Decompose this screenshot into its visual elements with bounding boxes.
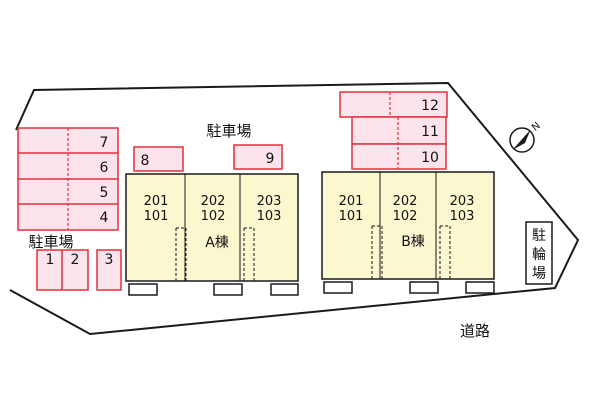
unit-b-203: 203 [450, 194, 475, 209]
parking-block-right [339, 91, 448, 170]
site-boundary [9, 81, 580, 336]
compass-north-label: N [530, 120, 543, 133]
building-a [125, 173, 299, 296]
parking-block-left [17, 127, 119, 231]
parking-space-6: 6 [100, 160, 109, 176]
unit-b-103: 103 [450, 209, 475, 224]
bicycle-parking-char-2: 輪 [532, 246, 546, 263]
parking-space-8: 8 [141, 153, 150, 169]
building-b-name: B棟 [401, 234, 425, 250]
parking-label-top: 駐車場 [206, 122, 251, 140]
unit-a-202: 202 [201, 194, 226, 209]
bicycle-parking-char-3: 場 [532, 266, 546, 282]
parking-block-bottom-left [36, 249, 122, 291]
building-b [321, 171, 495, 294]
unit-a-101: 101 [144, 209, 169, 224]
parking-space-1: 1 [46, 252, 55, 268]
road-label: 道路 [460, 322, 490, 340]
unit-a-203: 203 [257, 194, 282, 209]
unit-b-101: 101 [339, 209, 364, 224]
unit-a-103: 103 [257, 209, 282, 224]
bicycle-parking-box [525, 221, 553, 285]
unit-b-202: 202 [393, 194, 418, 209]
parking-space-4: 4 [100, 210, 109, 226]
bicycle-parking-char-1: 駐 [532, 228, 546, 244]
building-a-name: A棟 [205, 235, 229, 251]
unit-b-102: 102 [393, 209, 418, 224]
parking-space-3: 3 [105, 252, 114, 268]
parking-space-11: 11 [421, 124, 439, 140]
parking-space-7: 7 [100, 135, 109, 151]
parking-space-5: 5 [100, 185, 109, 201]
parking-slot-9 [233, 144, 283, 170]
north-arrow-icon: N [509, 120, 543, 153]
parking-space-12: 12 [421, 98, 439, 114]
unit-a-201: 201 [144, 194, 169, 209]
parking-slot-8 [133, 146, 184, 172]
parking-space-9: 9 [266, 151, 275, 167]
unit-a-102: 102 [201, 209, 226, 224]
parking-space-2: 2 [71, 252, 80, 268]
parking-label-left: 駐車場 [28, 233, 73, 251]
parking-space-10: 10 [421, 150, 439, 166]
unit-b-201: 201 [339, 194, 364, 209]
